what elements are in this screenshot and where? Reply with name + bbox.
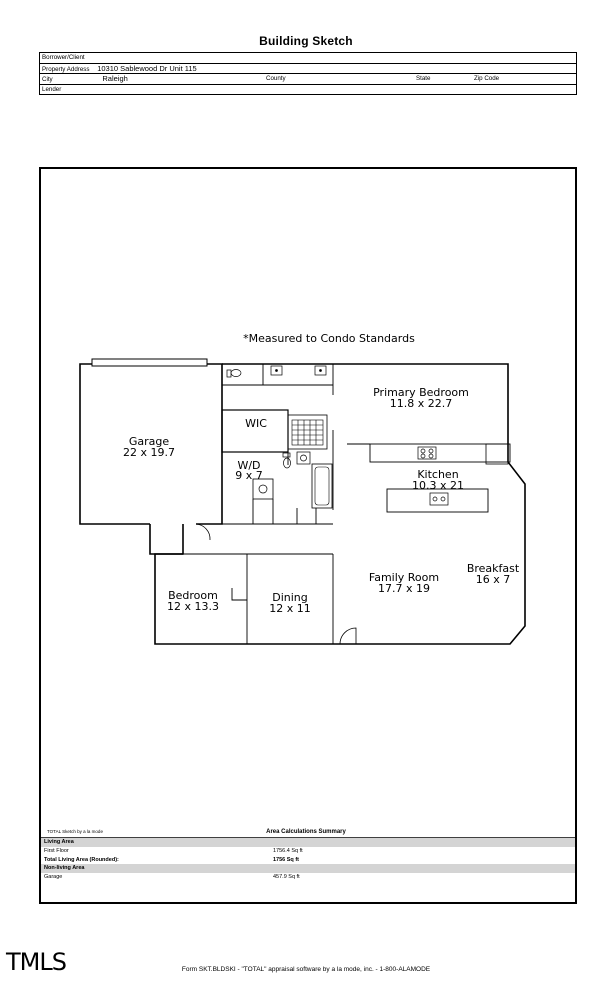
area-row-label: Living Area xyxy=(44,839,74,845)
borrower-label: Borrower/Client xyxy=(42,54,85,62)
area-row-label: Non-living Area xyxy=(44,865,85,872)
room-name-garage: Garage xyxy=(129,435,170,448)
lender-label: Lender xyxy=(42,85,62,93)
room-dims-wd: 9 x 7 xyxy=(235,469,263,482)
area-row: Garage 457.9 Sq ft xyxy=(41,873,575,882)
room-name-primary-bedroom: Primary Bedroom xyxy=(373,386,469,399)
area-row-label: Total Living Area (Rounded): xyxy=(44,856,119,863)
city-label: City xyxy=(42,76,53,84)
room-name-wic: WIC xyxy=(245,417,267,430)
room-name-wd: W/D xyxy=(237,459,260,472)
room-name-breakfast: Breakfast xyxy=(467,562,520,575)
sketch-credit: TOTAL Sketch by a la mode xyxy=(47,829,103,834)
sketch-frame xyxy=(39,167,577,904)
page-title: Building Sketch xyxy=(259,34,353,48)
room-name-dining: Dining xyxy=(272,591,308,604)
area-row-label: Garage xyxy=(44,874,63,881)
area-row-label: First Floor xyxy=(44,847,69,854)
room-name-kitchen: Kitchen xyxy=(417,468,458,481)
area-summary-table: Living Area First Floor 1756.4 Sq ft Tot… xyxy=(41,838,575,882)
area-row: Living Area xyxy=(41,838,575,847)
county-label: County xyxy=(266,75,286,83)
area-row: First Floor 1756.4 Sq ft xyxy=(41,847,575,856)
area-summary-title: Area Calculations Summary xyxy=(266,829,346,835)
room-dims-breakfast: 16 x 7 xyxy=(476,573,511,586)
room-dims-family-room: 17.7 x 19 xyxy=(378,582,430,595)
state-label: State xyxy=(416,75,431,83)
shower-hatch xyxy=(291,419,324,446)
property-label: Property Address xyxy=(42,65,90,73)
room-name-family-room: Family Room xyxy=(369,571,439,584)
property-value: 10310 Sablewood Dr Unit 115 xyxy=(97,63,197,73)
city-value: Raleigh xyxy=(102,74,128,84)
lender-row: Lender xyxy=(39,83,577,95)
room-dims-primary-bedroom: 11.8 x 22.7 xyxy=(390,397,453,410)
area-row: Total Living Area (Rounded): 1756 Sq ft xyxy=(41,856,575,865)
room-dims-bedroom: 12 x 13.3 xyxy=(167,600,219,613)
room-dims-garage: 22 x 19.7 xyxy=(123,446,175,459)
area-row-value: 1756 Sq ft xyxy=(273,856,299,863)
zip-label: Zip Code xyxy=(474,75,500,83)
header-form: Borrower/Client Property Address 10310 S… xyxy=(39,52,577,95)
tmls-logo: TMLS xyxy=(6,948,67,976)
sketch-note: *Measured to Condo Standards xyxy=(243,332,415,345)
room-dims-kitchen: 10.3 x 21 xyxy=(412,479,464,492)
area-row: Non-living Area xyxy=(41,864,575,874)
form-footer: Form SKT.BLDSKI - "TOTAL" appraisal soft… xyxy=(181,966,431,973)
room-dims-dining: 12 x 11 xyxy=(269,602,311,615)
floor-plan-fixtures xyxy=(226,365,449,506)
room-name-bedroom: Bedroom xyxy=(168,589,218,602)
floor-plan-walls xyxy=(79,358,526,645)
area-row-value: 1756.4 Sq ft xyxy=(273,847,303,854)
area-row-value: 457.9 Sq ft xyxy=(273,874,300,881)
